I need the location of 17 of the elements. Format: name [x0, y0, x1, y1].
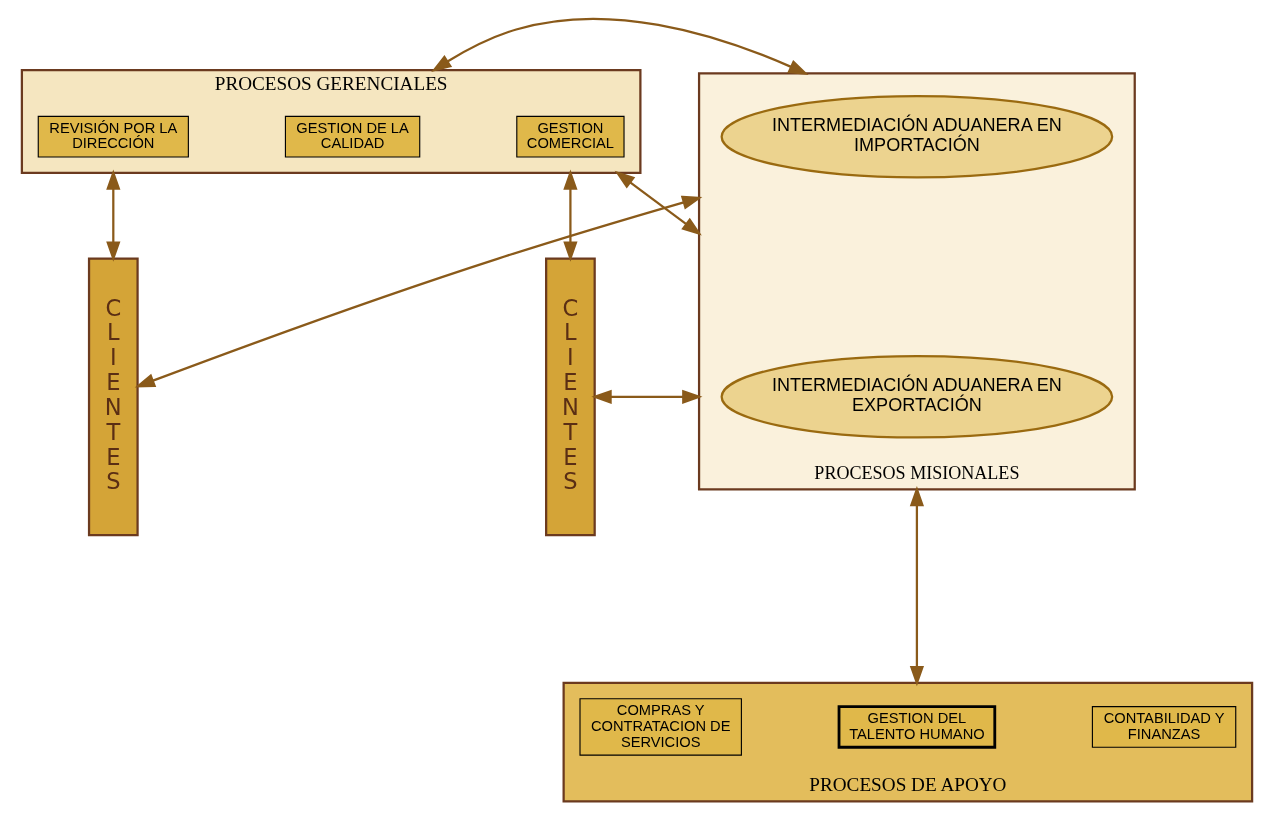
arrow [106, 168, 121, 262]
node-box: CONTABILIDAD Y FINANZAS [1091, 705, 1237, 748]
arrow [563, 168, 578, 262]
arrow [591, 389, 703, 404]
arrow [431, 17, 809, 75]
arrow [614, 170, 702, 236]
node-ellipse: INTERMEDIACIÓN ADUANERA EN EXPORTACIÓN [720, 354, 1114, 439]
node-box: REVISIÓN POR LA DIRECCIÓN [37, 115, 189, 158]
node-box: GESTION COMERCIAL [516, 115, 625, 158]
node-ellipse: INTERMEDIACIÓN ADUANERA EN IMPORTACIÓN [720, 94, 1114, 178]
node-box: CLIENTES [545, 256, 596, 536]
node-box: COMPRAS Y CONTRATACION DE SERVICIOS [579, 697, 742, 756]
node-box: CLIENTES [87, 256, 139, 536]
arrow [909, 485, 925, 686]
arrow [134, 195, 703, 388]
node-box: GESTION DEL TALENTO HUMANO [837, 704, 997, 749]
node-box: GESTION DE LA CALIDAD [284, 115, 421, 158]
